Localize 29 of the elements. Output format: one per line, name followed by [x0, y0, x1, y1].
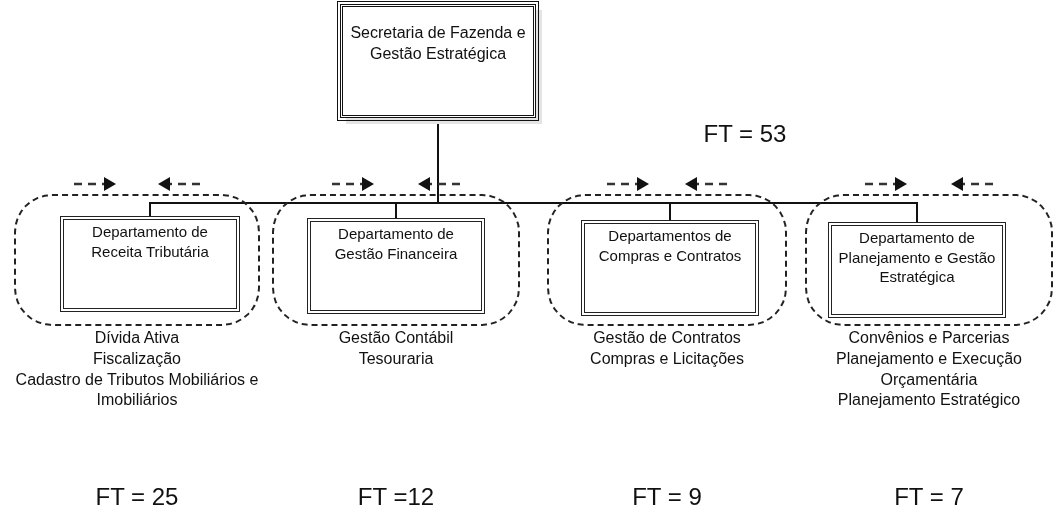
function-label: Cadastro de Tributos Mobiliários e Imobiliários [14, 369, 260, 411]
node-label: Departamento de Planejamento e Gestão Estratégica [837, 228, 997, 287]
function-label: Convênios e Parcerias [848, 328, 1010, 348]
function-label: Planejamento e Execução Orçamentária [835, 348, 1023, 390]
dashed-boundary [14, 194, 260, 326]
node-label: Departamento de Gestão Financeira [333, 224, 459, 264]
department-box [828, 222, 1006, 318]
value-label: FT = 9 [632, 483, 702, 511]
node-label: Secretaria de Fazenda e Gestão Estratégica [349, 23, 527, 64]
department-box [60, 216, 240, 312]
function-label: Planejamento Estratégico [837, 390, 1021, 411]
function-label: Tesouraria [358, 348, 434, 369]
department-box [307, 218, 485, 314]
function-label: Fiscalização [93, 348, 181, 369]
function-label: Gestão Contábil [338, 328, 454, 348]
value-label: FT = 25 [95, 483, 179, 511]
value-label: FT = 7 [894, 483, 964, 511]
dashed-boundary [805, 194, 1053, 326]
node-label: Departamento de Receita Tributária [90, 222, 210, 262]
value-label: FT = 53 [703, 120, 787, 148]
value-label: FT =12 [357, 483, 435, 511]
dashed-boundary [272, 194, 520, 326]
dashed-boundary [547, 194, 787, 326]
function-label: Dívida Ativa [94, 328, 180, 348]
connector-line [437, 122, 918, 223]
node-label: Departamentos de Compras e Contratos [597, 226, 743, 266]
function-label: Compras e Licitações [590, 348, 744, 369]
function-label: Gestão de Contratos [593, 328, 741, 348]
department-box [581, 220, 759, 316]
